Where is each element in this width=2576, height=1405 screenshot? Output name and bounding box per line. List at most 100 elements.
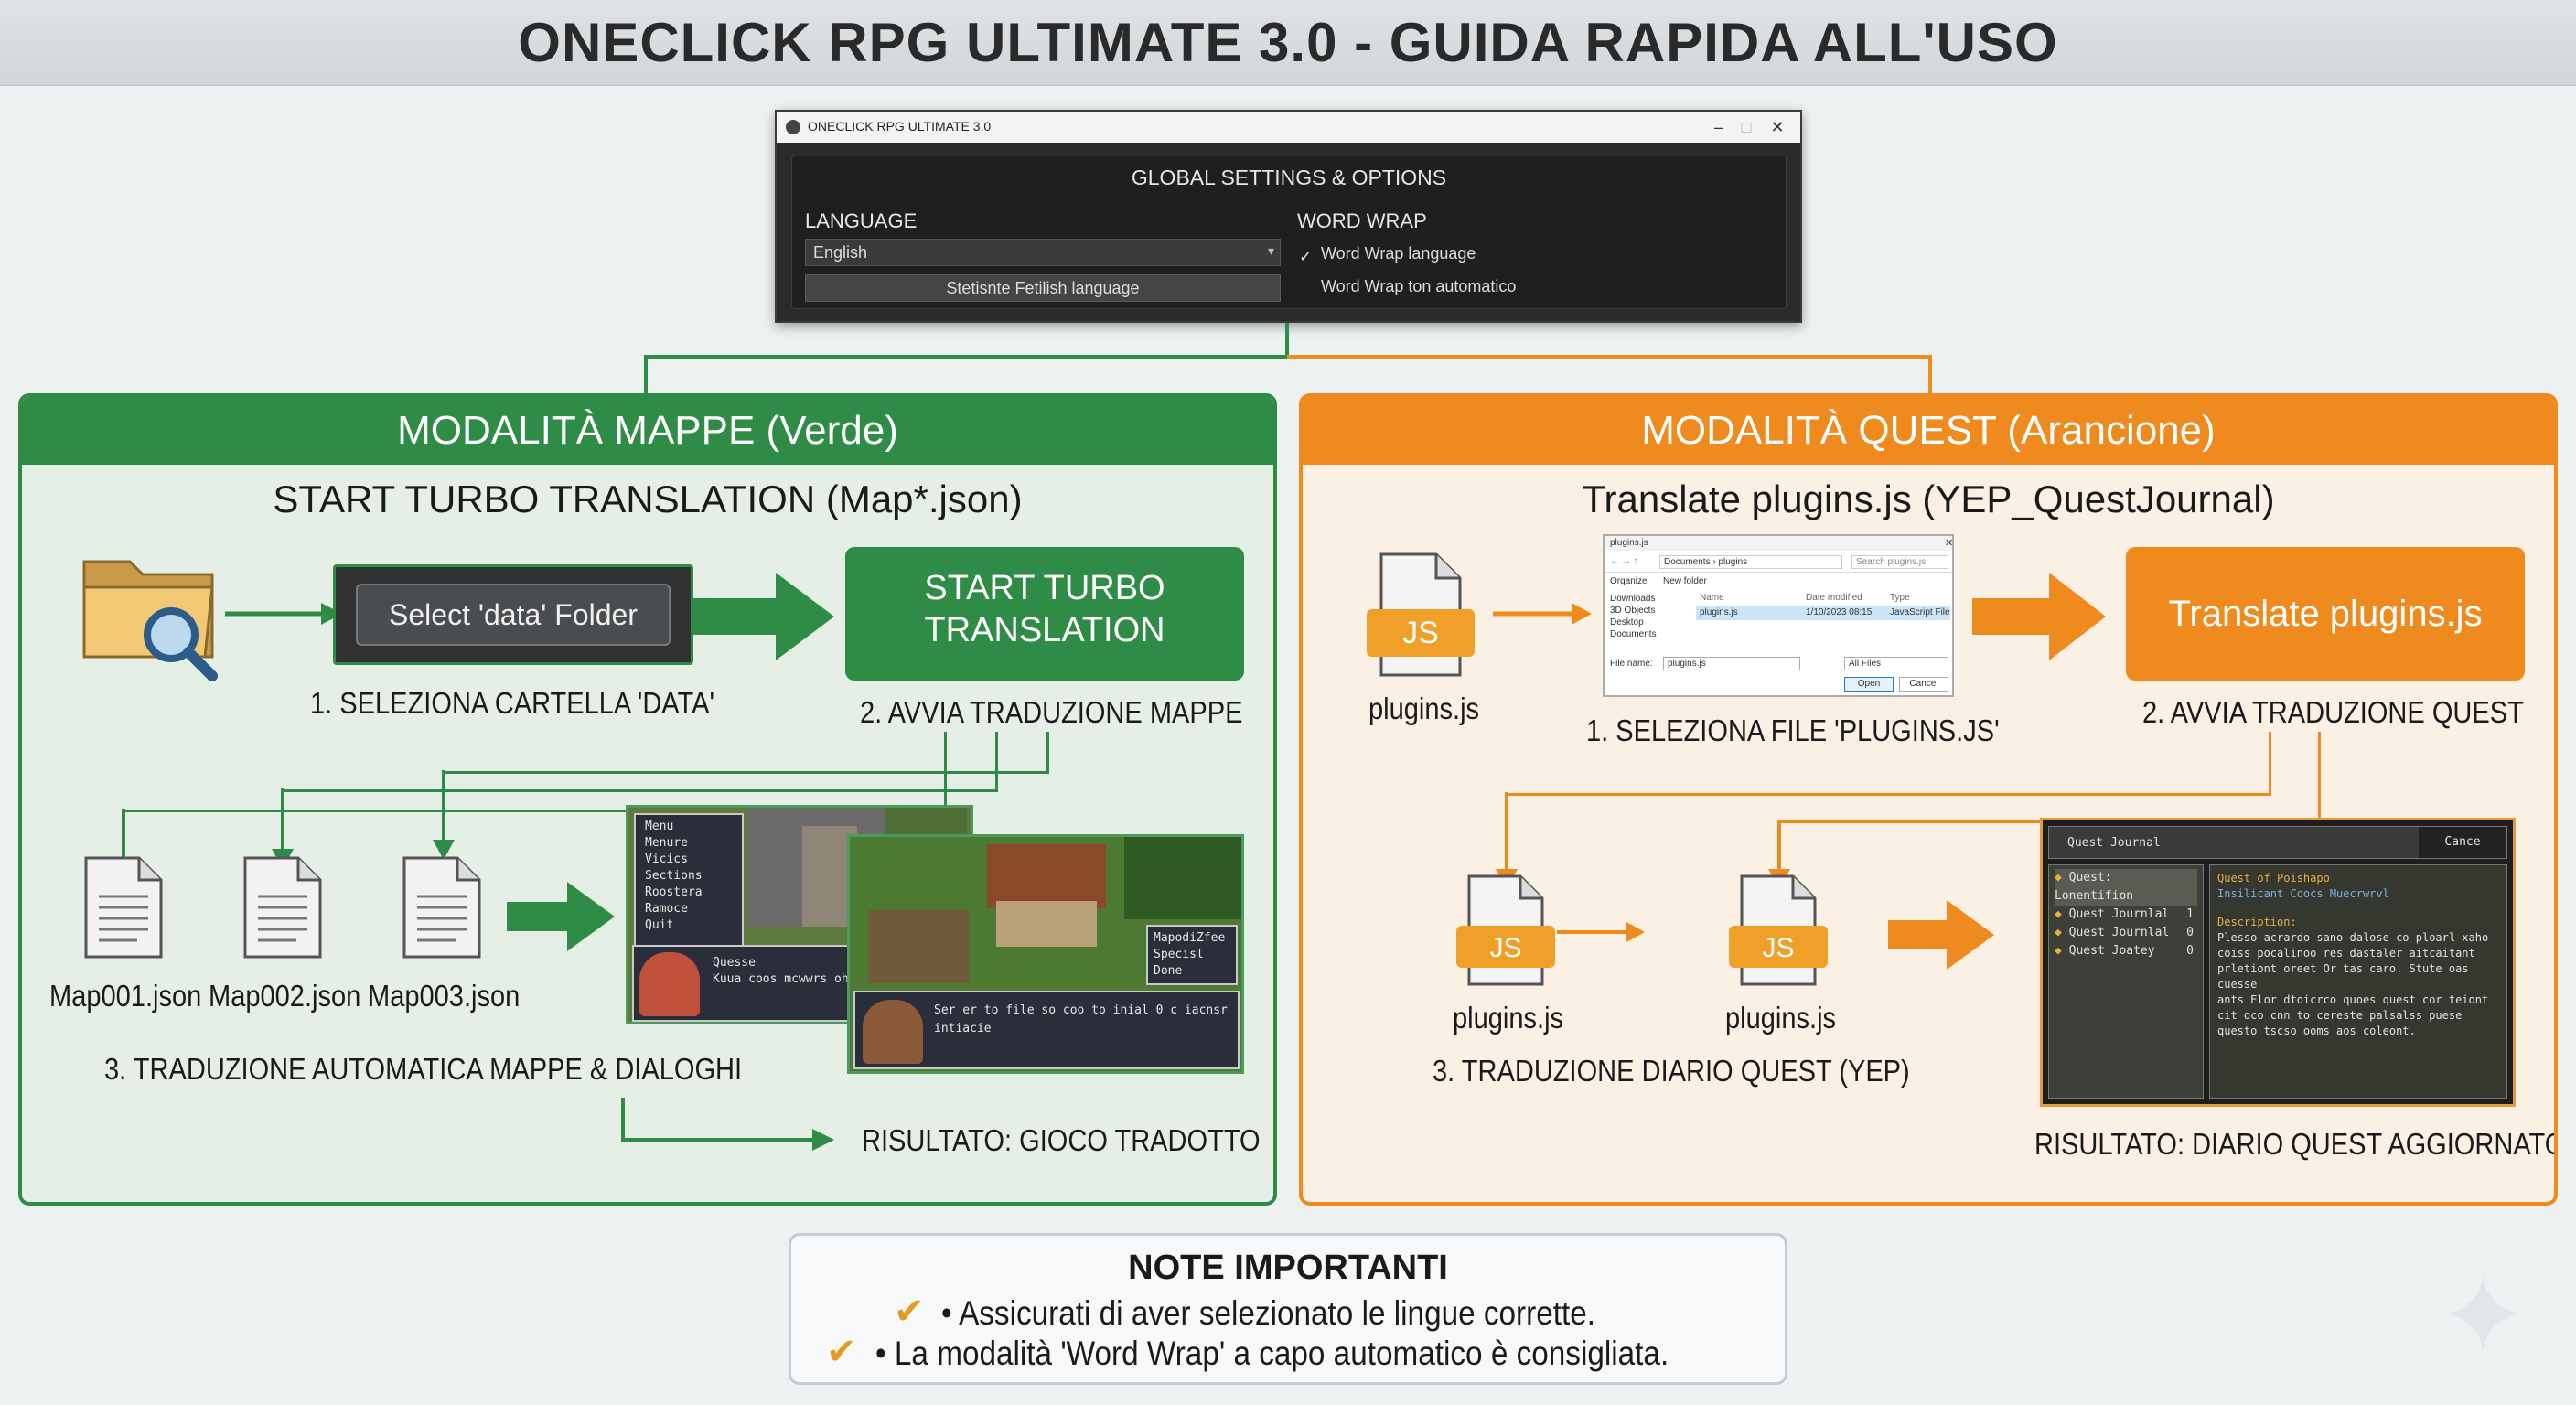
file-row-date: 1/10/2023 08:15 bbox=[1806, 607, 1873, 617]
file-type-filter[interactable]: All Files bbox=[1844, 657, 1948, 670]
language-button[interactable]: Stetisnte Fetilish language bbox=[805, 274, 1281, 302]
game-menu-item: Quit bbox=[645, 918, 674, 932]
game-dialog-text: Ser er to file so coo to inial 0 c iacns… bbox=[934, 1003, 1228, 1017]
col-type: Type bbox=[1890, 593, 1910, 603]
step-2-caption: 2. AVVIA TRADUZIONE QUEST bbox=[2142, 695, 2524, 729]
file-row-selected[interactable]: plugins.js 1/10/2023 08:15 JavaScript Fi… bbox=[1696, 606, 1950, 620]
start-button-line-2: TRANSLATION bbox=[924, 611, 1165, 649]
word-wrap-option-2-label: Word Wrap ton automatico bbox=[1321, 277, 1517, 295]
arrow-right-icon bbox=[1493, 603, 1592, 625]
journal-cancel-button[interactable]: Cance bbox=[2419, 827, 2506, 858]
language-label: LANGUAGE bbox=[805, 209, 918, 232]
game-menu-item: Sections bbox=[645, 869, 703, 883]
quest-detail: Quest of Poishapo Insilicant Coocs Muecr… bbox=[2209, 864, 2507, 1099]
file-row-name: plugins.js bbox=[1700, 607, 1738, 617]
notes-box: NOTE IMPORTANTI ✔ • Assicurati di aver s… bbox=[789, 1233, 1787, 1385]
connector-line bbox=[2269, 732, 2271, 796]
start-turbo-translation-button[interactable]: START TURBO TRANSLATION bbox=[845, 547, 1244, 681]
file-row-type: JavaScript File bbox=[1890, 607, 1950, 617]
plugins-file-label: plugins.js bbox=[1725, 1001, 1837, 1035]
word-wrap-option-2[interactable]: Word Wrap ton automatico bbox=[1297, 277, 1516, 296]
quest-journal-window: Quest Journal Cance ◆ Quest: Lonentifion… bbox=[2040, 818, 2516, 1107]
portrait-avatar bbox=[639, 952, 700, 1016]
dialog-sidebar: Downloads 3D Objects Desktop Documents bbox=[1610, 593, 1692, 640]
minimize-icon[interactable]: – bbox=[1713, 118, 1723, 136]
game-menu-item: Roostera bbox=[645, 885, 703, 899]
quest-mode-title: MODALITÀ QUEST (Arancione) bbox=[1303, 397, 2554, 465]
game-house bbox=[987, 844, 1106, 908]
game-menu-item: Menu bbox=[645, 820, 674, 833]
dialog-path[interactable]: Documents › plugins bbox=[1659, 555, 1842, 569]
folder-search-icon bbox=[82, 560, 218, 681]
checkmark-icon: ✔ bbox=[826, 1332, 857, 1372]
arrow-right-icon bbox=[1557, 922, 1645, 942]
sidebar-item[interactable]: Documents bbox=[1610, 629, 1657, 639]
step-3-caption: 3. TRADUZIONE AUTOMATICA MAPPE & DIALOGH… bbox=[104, 1052, 743, 1086]
svg-text:JS: JS bbox=[1402, 616, 1439, 650]
connector-line bbox=[1506, 793, 2271, 796]
file-label-map002: Map002.json bbox=[209, 979, 361, 1013]
quest-desc-line: Plesso acrardo sano dalose co ploarl xah… bbox=[2217, 931, 2489, 944]
maps-mode-panel: MODALITÀ MAPPE (Verde) START TURBO TRANS… bbox=[18, 393, 1277, 1206]
dialog-search[interactable]: Search plugins.js bbox=[1852, 555, 1948, 569]
page-title: ONECLICK RPG ULTIMATE 3.0 - GUIDA RAPIDA… bbox=[518, 12, 2058, 73]
notes-title: NOTE IMPORTANTI bbox=[1128, 1249, 1448, 1287]
js-file-icon: JS bbox=[1367, 552, 1475, 677]
quest-subtitle: Insilicant Coocs Muecrwrvl bbox=[2217, 887, 2389, 900]
result-caption: RISULTATO: GIOCO TRADOTTO bbox=[862, 1123, 1261, 1157]
organize-button[interactable]: Organize bbox=[1610, 576, 1648, 586]
file-name-input[interactable]: plugins.js bbox=[1663, 657, 1800, 670]
close-icon[interactable]: ✕ bbox=[1945, 538, 1954, 549]
maximize-icon[interactable]: □ bbox=[1741, 118, 1752, 136]
title-bar: ONECLICK RPG ULTIMATE 3.0 - GUIDA RAPIDA… bbox=[0, 0, 2576, 86]
connector-line bbox=[2318, 732, 2321, 823]
note-line-2: • La modalità 'Word Wrap' a capo automat… bbox=[875, 1335, 1669, 1372]
game-side-menu: MapodiZfee Specisl Done bbox=[1146, 925, 1238, 985]
translate-plugins-button[interactable]: Translate plugins.js bbox=[2126, 547, 2525, 681]
connector-line bbox=[443, 771, 1049, 774]
connector-line-orange bbox=[1287, 355, 1932, 359]
connector-line-orange bbox=[1928, 355, 1932, 395]
step-1-caption: 1. SELEZIONA CARTELLA 'DATA' bbox=[310, 686, 715, 720]
cancel-button[interactable]: Cancel bbox=[1899, 677, 1948, 692]
language-select[interactable]: English ▾ bbox=[805, 239, 1281, 266]
dialog-address-bar: ← → ↑ Documents › plugins Search plugins… bbox=[1605, 552, 1952, 573]
sidebar-item[interactable]: Downloads bbox=[1610, 594, 1656, 604]
open-button[interactable]: Open bbox=[1844, 677, 1894, 692]
big-arrow-right-icon bbox=[693, 573, 834, 660]
settings-panel: GLOBAL SETTINGS & OPTIONS LANGUAGE Engli… bbox=[791, 156, 1787, 309]
game-dialog-name: Quesse bbox=[713, 956, 756, 970]
big-arrow-right-icon bbox=[1972, 573, 2106, 660]
close-icon[interactable]: ✕ bbox=[1770, 118, 1785, 136]
maps-mode-subtitle: START TURBO TRANSLATION (Map*.json) bbox=[273, 477, 1023, 520]
game-side-menu-item: Done bbox=[1154, 964, 1183, 978]
new-folder-button[interactable]: New folder bbox=[1663, 576, 1707, 586]
sidebar-item[interactable]: 3D Objects bbox=[1610, 606, 1656, 616]
nav-arrows-icon[interactable]: ← → ↑ bbox=[1610, 556, 1638, 566]
plugins-file-label: plugins.js bbox=[1368, 692, 1480, 725]
checkbox-unchecked-icon[interactable] bbox=[1297, 278, 1314, 295]
word-wrap-option-1[interactable]: ✓Word Wrap language bbox=[1297, 244, 1476, 266]
plugins-file-label: plugins.js bbox=[1453, 1001, 1564, 1035]
select-folder-frame: Select 'data' Folder bbox=[333, 564, 693, 665]
arrow-right-icon bbox=[621, 1098, 834, 1151]
sidebar-item[interactable]: Desktop bbox=[1610, 617, 1644, 627]
maps-mode-title: MODALITÀ MAPPE (Verde) bbox=[22, 397, 1273, 465]
big-arrow-right-icon bbox=[507, 882, 615, 951]
quest-list-item[interactable]: ◆ Quest: Lonentifion bbox=[2055, 869, 2197, 906]
language-value: English bbox=[813, 243, 868, 262]
select-folder-button[interactable]: Select 'data' Folder bbox=[356, 584, 671, 646]
js-file-icon: JS bbox=[1456, 874, 1555, 986]
step-3-caption: 3. TRADUZIONE DIARIO QUEST (YEP) bbox=[1433, 1054, 1910, 1088]
journal-title-bar: Quest Journal Cance bbox=[2048, 826, 2507, 859]
connector-line bbox=[282, 789, 998, 792]
game-menu-item: Vicics bbox=[645, 853, 688, 866]
checkmark-icon: ✔ bbox=[894, 1292, 925, 1332]
quest-desc-line: questo tscso ooms aos coleont. bbox=[2217, 1024, 2416, 1037]
checkbox-checked-icon[interactable]: ✓ bbox=[1299, 250, 1312, 265]
connector-line bbox=[123, 810, 947, 812]
